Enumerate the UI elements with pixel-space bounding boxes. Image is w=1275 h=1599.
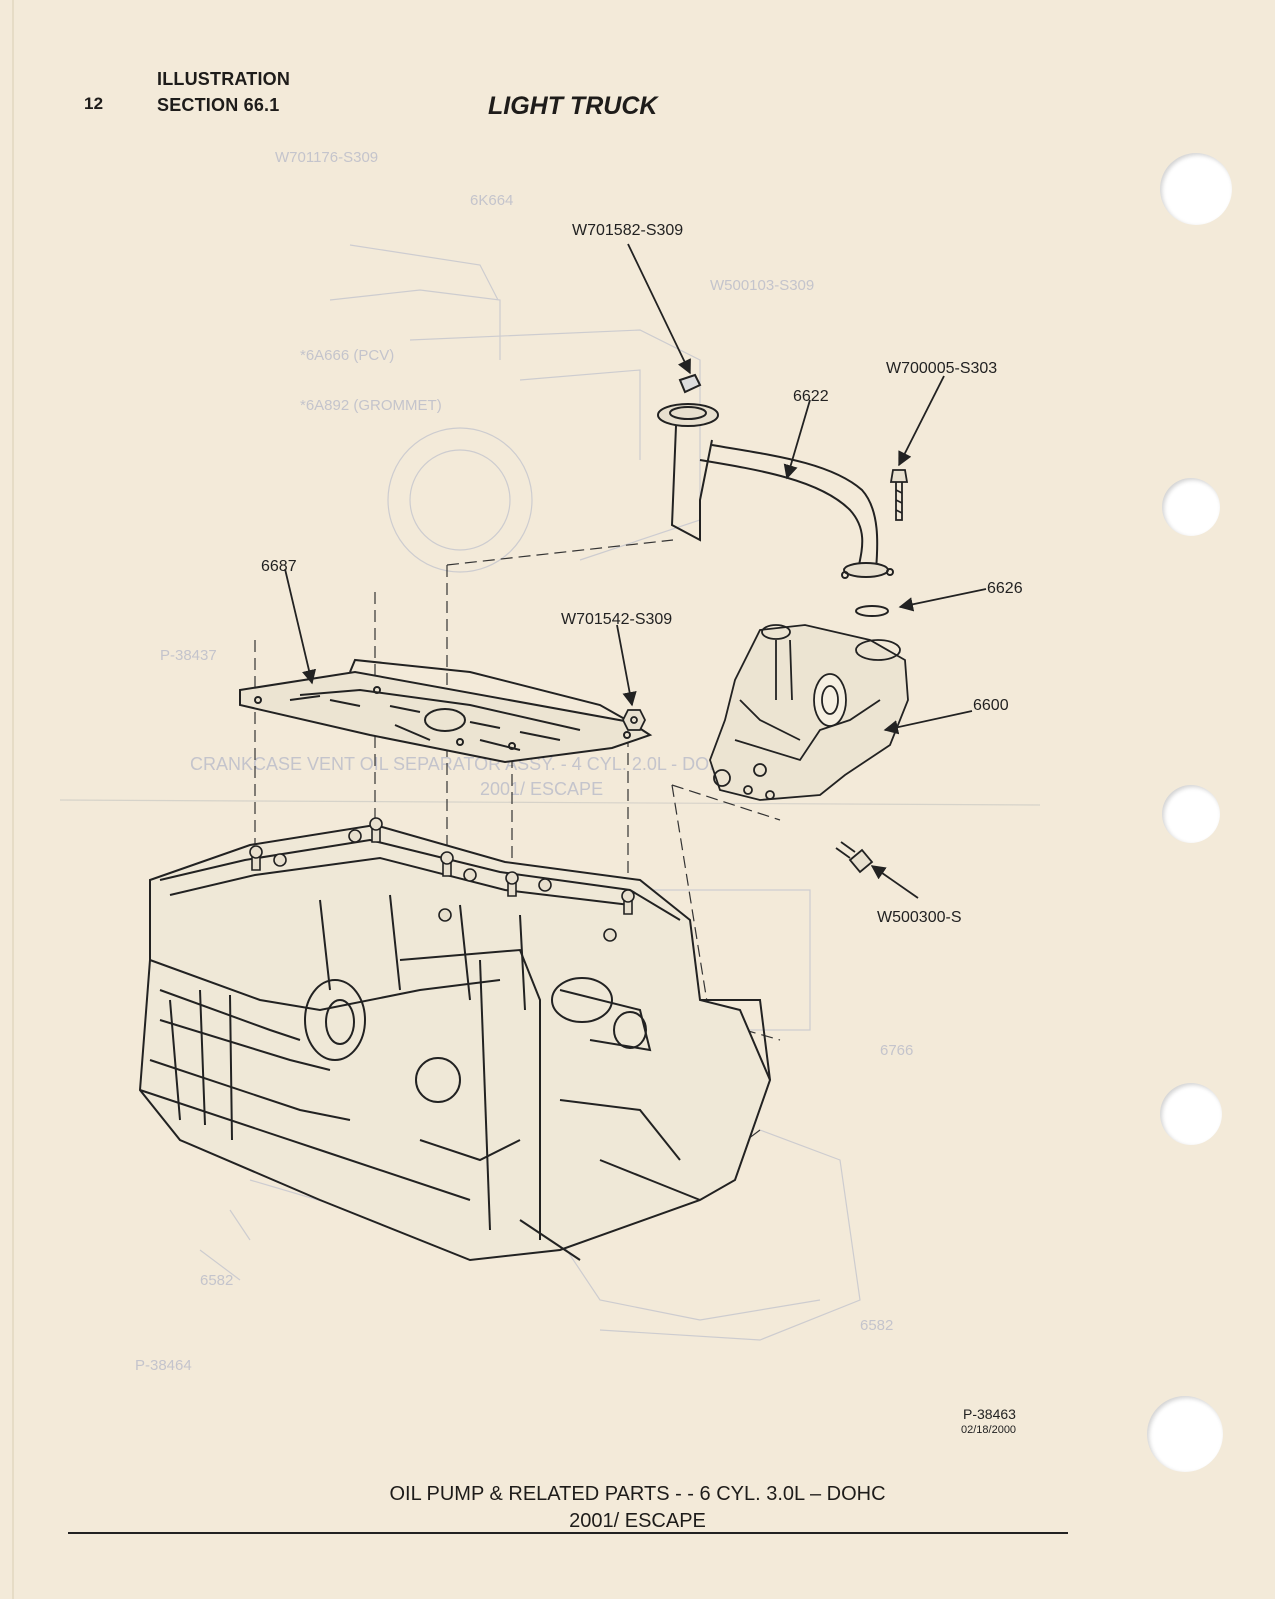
bleed-through-text: CRANKCASE VENT OIL SEPARATOR ASSY. - 4 C…: [135, 149, 913, 1374]
drawing-number: P-38463: [963, 1406, 1016, 1422]
svg-text:*6A666 (PCV): *6A666 (PCV): [300, 347, 394, 364]
svg-text:P-38437: P-38437: [160, 647, 217, 664]
tray-nut: [621, 709, 647, 731]
page-title: LIGHT TRUCK: [488, 92, 658, 120]
figure-caption-line1: OIL PUMP & RELATED PARTS - - 6 CYL. 3.0L…: [389, 1483, 886, 1505]
svg-text:W701176-S309: W701176-S309: [275, 149, 378, 166]
binder-hole-icon: [1160, 153, 1232, 225]
callout-windage-tray: 6687: [261, 558, 297, 575]
section-label: SECTION 66.1: [157, 95, 280, 115]
svg-text:W500103-S309: W500103-S309: [710, 277, 814, 294]
callout-pickup-bolt: W700005-S303: [886, 360, 998, 377]
callout-gasket: 6626: [987, 580, 1023, 597]
callout-oil-pump-screen-bolt: W701582-S309: [572, 222, 684, 239]
illustration-label: ILLUSTRATION: [157, 69, 291, 89]
callout-pickup-tube: 6622: [793, 388, 829, 405]
svg-text:CRANKCASE VENT OIL SEPARATOR A: CRANKCASE VENT OIL SEPARATOR ASSY. - 4 C…: [190, 754, 735, 774]
svg-text:6582: 6582: [200, 1272, 233, 1289]
windage-tray: [239, 658, 653, 764]
binder-hole-icon: [1162, 785, 1220, 843]
oil-pickup-tube: [657, 373, 894, 579]
figure-caption-line2: 2001/ ESCAPE: [569, 1510, 706, 1532]
pump-bolt: [835, 841, 874, 874]
svg-text:*6A892 (GROMMET): *6A892 (GROMMET): [300, 397, 442, 414]
svg-text:P-38464: P-38464: [135, 1357, 192, 1374]
binder-hole-icon: [1162, 478, 1220, 536]
oil-pump-body: [709, 624, 909, 801]
binder-hole-icon: [1147, 1396, 1223, 1472]
page-edge: [12, 0, 14, 1599]
footer-rule: [68, 1532, 1068, 1534]
svg-text:6582: 6582: [860, 1317, 893, 1334]
svg-text:6K664: 6K664: [470, 192, 513, 209]
gasket-ring: [855, 605, 889, 617]
svg-text:2001/ ESCAPE: 2001/ ESCAPE: [480, 779, 603, 799]
svg-text:6766: 6766: [880, 1042, 913, 1059]
pickup-bolt: [889, 469, 909, 521]
callout-tray-nut: W701542-S309: [561, 611, 673, 628]
page-number: 12: [84, 94, 104, 113]
callout-pump-bolt: W500300-S: [877, 909, 962, 926]
callout-leaders: [284, 243, 987, 899]
block-studs: [249, 817, 635, 942]
callout-oil-pump: 6600: [973, 697, 1009, 714]
binder-hole-icon: [1160, 1083, 1222, 1145]
drawing-date: 02/18/2000: [961, 1424, 1017, 1436]
